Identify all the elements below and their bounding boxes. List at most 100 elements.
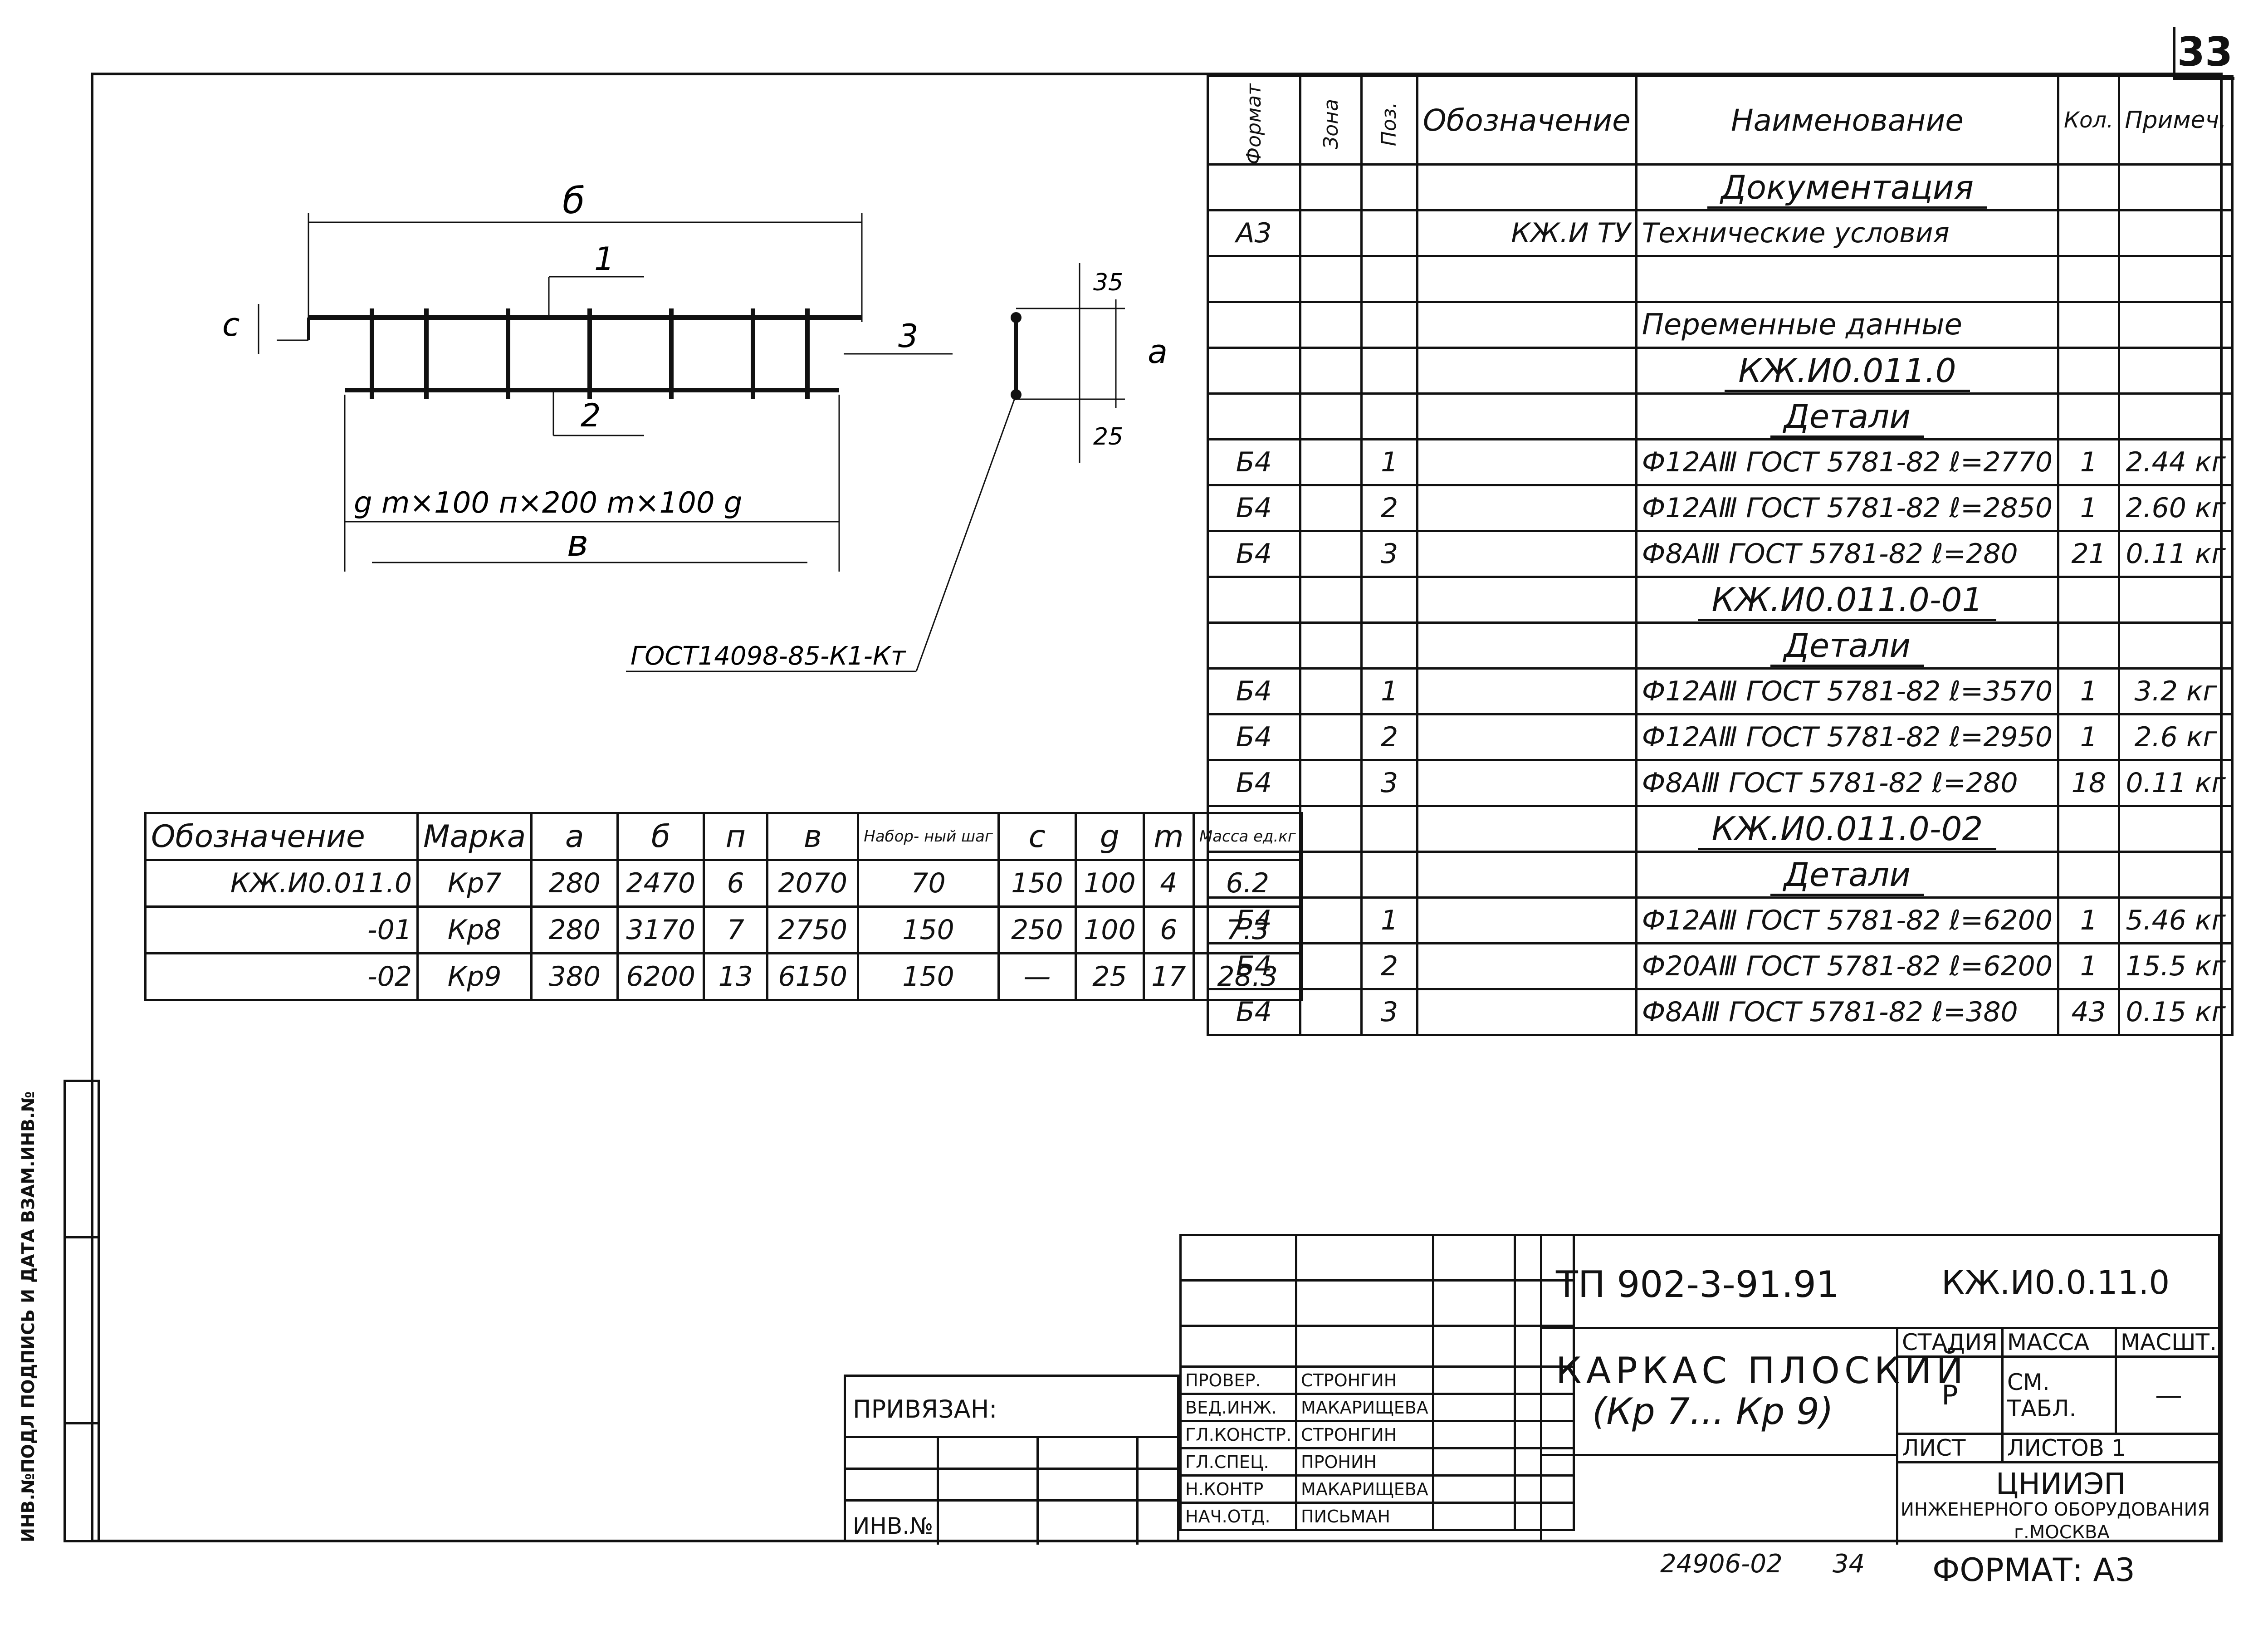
stage-table: СТАДИЯ МАССА МАСШТ. Р СМ. ТАБЛ. — ЛИСТ Л… [1896, 1327, 2223, 1463]
spec-name: Ф8АⅢ ГОСТ 5781-82 ℓ=280 [1635, 759, 2060, 807]
spec-designation [1416, 621, 1637, 670]
spec-designation [1416, 530, 1637, 578]
spec-pos [1360, 576, 1418, 624]
params-header-cell: Масса ед.кг [1192, 812, 1303, 861]
spec-designation [1416, 484, 1637, 532]
spec-note: 2.60 кг [2118, 484, 2234, 532]
staff-name: ПРОНИН [1295, 1447, 1434, 1477]
spec-designation [1416, 667, 1637, 715]
dim-b-label: б [562, 180, 585, 222]
spec-name: Технические условия [1635, 209, 2060, 257]
spec-format [1207, 301, 1301, 349]
inv-label: ИНВ.№ [853, 1513, 934, 1539]
params-header-cell: б [616, 812, 705, 861]
title-divider [1542, 1327, 2218, 1329]
grid-cell [1513, 1279, 1575, 1327]
spec-qty [2057, 301, 2121, 349]
spec-pos [1360, 209, 1418, 257]
spec-name: КЖ.И0.011.0-01 [1635, 576, 2060, 624]
params-cell: 2470 [616, 859, 705, 908]
grid-cell [1179, 1325, 1298, 1368]
staff-name: СТРОНГИН [1295, 1420, 1434, 1449]
spec-zone [1299, 942, 1363, 990]
params-cell: 13 [703, 952, 769, 1001]
spec-format: Б4 [1207, 530, 1301, 578]
spec-pos: 3 [1360, 988, 1418, 1036]
dim-c-label: с [222, 306, 240, 343]
staff-date [1513, 1502, 1575, 1531]
bottom-chain-label: g m×100 п×200 m×100 g [354, 486, 743, 520]
spec-name: Ф8АⅢ ГОСТ 5781-82 ℓ=380 [1635, 988, 2060, 1036]
spec-qty [2057, 576, 2121, 624]
params-cell: 380 [530, 952, 619, 1001]
spec-name: Переменные данные [1635, 301, 2060, 349]
spec-zone [1299, 347, 1363, 395]
params-cell: 150 [997, 859, 1077, 908]
params-cell: -02 [144, 952, 419, 1001]
params-cell: 4 [1142, 859, 1195, 908]
params-header-cell: g [1074, 812, 1145, 861]
spec-format [1207, 392, 1301, 440]
staff-date [1513, 1393, 1575, 1422]
spec-pos [1360, 392, 1418, 440]
params-cell: 280 [530, 859, 619, 908]
grid-cell [1513, 1234, 1575, 1282]
spec-name: Детали [1635, 621, 2060, 670]
spec-name: Ф20АⅢ ГОСТ 5781-82 ℓ=6200 [1635, 942, 2060, 990]
spec-row: Детали [1207, 621, 2234, 670]
mass-value: СМ. ТАБЛ. [2001, 1355, 2117, 1435]
spec-designation: КЖ.И ТУ [1416, 209, 1637, 257]
sheet-label: ЛИСТ [1896, 1433, 2004, 1463]
spec-designation [1416, 713, 1637, 761]
stage-value: Р [1896, 1355, 2004, 1435]
org-city: г.МОСКВА [2014, 1522, 2110, 1543]
spec-row: Переменные данные [1207, 301, 2234, 349]
spec-section-heading: Детали [1770, 397, 1925, 437]
spec-zone [1299, 667, 1363, 715]
spec-zone [1299, 805, 1363, 853]
spec-zone [1299, 988, 1363, 1036]
spec-section-heading: Детали [1770, 856, 1925, 895]
spec-qty: 1 [2057, 713, 2121, 761]
spec-pos: 1 [1360, 667, 1418, 715]
params-cell: 6.2 [1192, 859, 1303, 908]
spec-qty [2057, 209, 2121, 257]
spec-pos [1360, 851, 1418, 899]
spec-zone [1299, 851, 1363, 899]
spec-qty [2057, 851, 2121, 899]
spec-row: КЖ.И0.011.0 [1207, 347, 2234, 395]
spec-zone [1299, 301, 1363, 349]
grid-cell [1432, 1325, 1516, 1368]
footer-page: 34 [1833, 1549, 1865, 1579]
params-cell: 28.3 [1192, 952, 1303, 1001]
grid-cell [1179, 1234, 1298, 1282]
staff-signature [1432, 1447, 1516, 1477]
left-strip-label: ИНВ.№ПОДЛ ПОДПИСЬ И ДАТА ВЗАМ.ИНВ.№ [18, 1091, 38, 1542]
params-cell: Кр7 [416, 859, 533, 908]
staff-date [1513, 1474, 1575, 1504]
spec-note [2118, 209, 2234, 257]
spec-name: КЖ.И0.011.0-02 [1635, 805, 2060, 853]
params-cell: -01 [144, 905, 419, 954]
staff-signature [1432, 1365, 1516, 1395]
params-cell: Кр8 [416, 905, 533, 954]
spec-row: Детали [1207, 851, 2234, 899]
spec-section-heading: Детали [1770, 626, 1925, 666]
grid-cell [1295, 1234, 1434, 1282]
params-cell: 3170 [616, 905, 705, 954]
spec-note: 3.2 кг [2118, 667, 2234, 715]
spec-pos: 2 [1360, 942, 1418, 990]
spec-col-designation: Обозначение [1416, 75, 1637, 166]
spec-zone [1299, 759, 1363, 807]
binding-row [846, 1468, 1177, 1470]
spec-pos: 2 [1360, 484, 1418, 532]
params-cell: 6 [703, 859, 769, 908]
spec-zone [1299, 163, 1363, 211]
spec-name: Ф12АⅢ ГОСТ 5781-82 ℓ=6200 [1635, 896, 2060, 944]
spec-pos: 3 [1360, 530, 1418, 578]
staff-row: ГЛ.КОНСТР.СТРОНГИН [1179, 1420, 1575, 1449]
staff-role: Н.КОНТР [1179, 1474, 1298, 1504]
